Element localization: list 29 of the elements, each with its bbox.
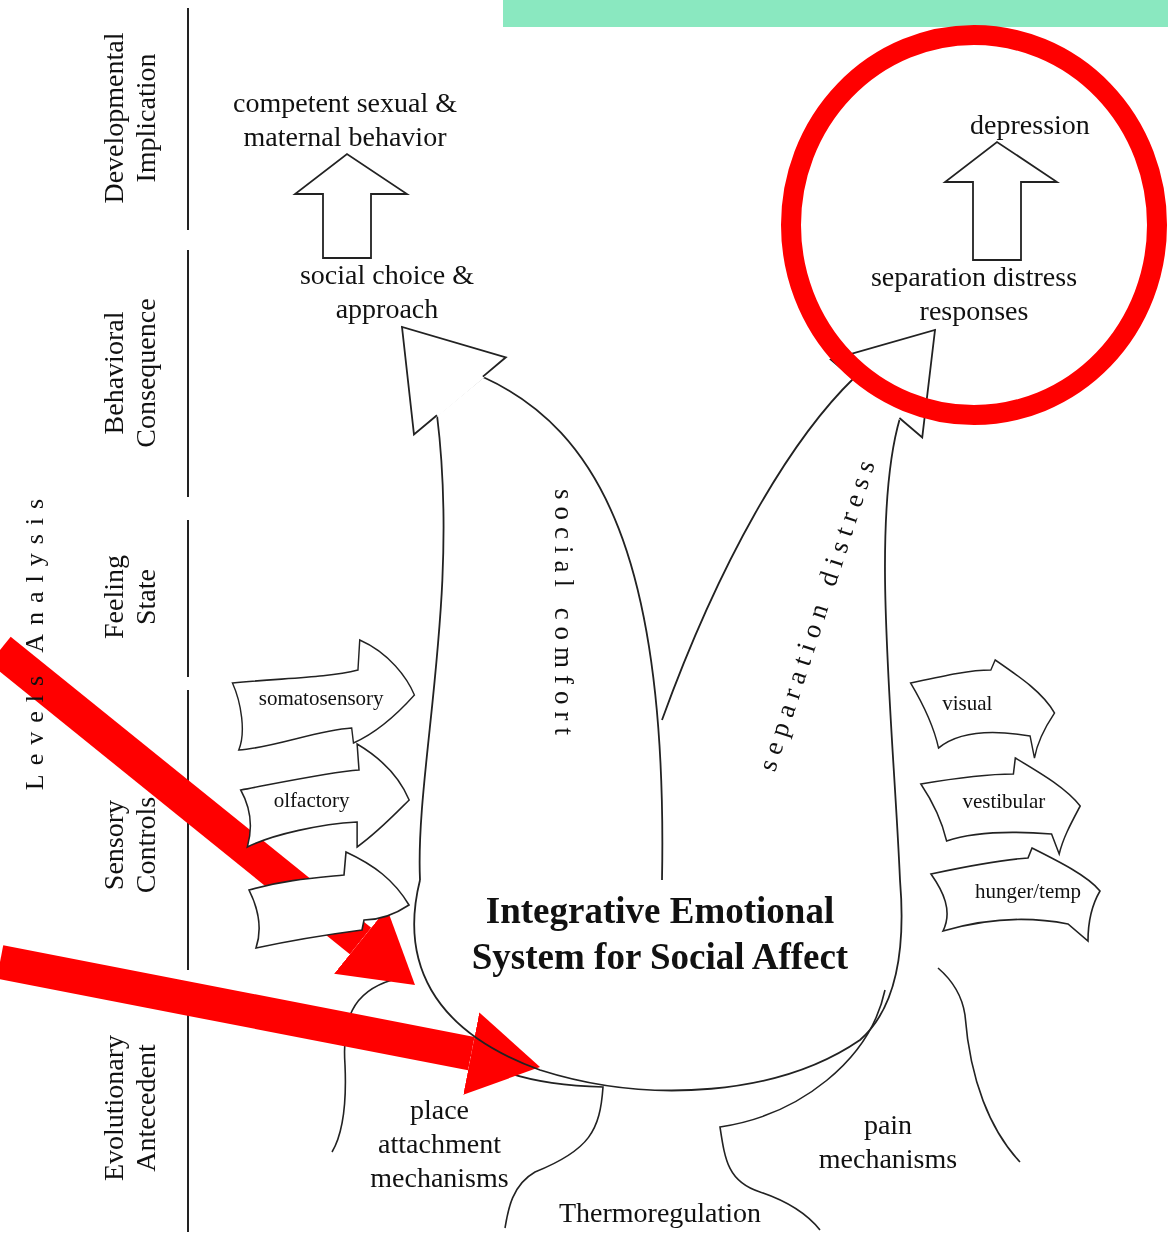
sensory-label: hunger/temp <box>974 878 1082 904</box>
sensory-input-shape <box>918 756 1084 858</box>
block-arrow <box>661 329 936 881</box>
block-arrow <box>292 152 410 259</box>
outcome-label: competent sexual & maternal behavior <box>195 86 495 154</box>
level-label: Sensory Controls <box>98 795 162 896</box>
outcome-label: social choice & approach <box>262 258 512 326</box>
sensory-label: vestibular <box>962 788 1046 814</box>
annotation-arrow <box>0 636 415 985</box>
sensory-label: visual <box>942 690 993 716</box>
sensory-input-shape <box>928 846 1104 944</box>
outcome-label: separation distress responses <box>838 260 1110 328</box>
level-label: Developmental Implication <box>98 31 162 206</box>
edge-label: social comfort <box>547 488 579 742</box>
sensory-input-shape <box>228 638 418 752</box>
sensory-label: olfactory <box>273 787 350 813</box>
antecedent-label: Thermoregulation <box>557 1196 763 1230</box>
annotation-arrow <box>0 945 540 1095</box>
level-label: Behavioral Consequence <box>98 297 162 450</box>
outcome-label: depression <box>935 108 1125 142</box>
system-title: Integrative Emotional System for Social Affect <box>470 889 850 979</box>
antecedent-label: pain mechanisms <box>817 1108 959 1176</box>
antecedent-label: place attachment mechanisms <box>369 1093 510 1195</box>
axis-title: Levels Analysis <box>19 489 51 791</box>
block-arrow <box>401 326 663 881</box>
sensory-label: somatosensory <box>258 685 384 711</box>
level-label: Feeling State <box>98 554 162 641</box>
block-arrow <box>942 140 1060 261</box>
level-label: Evolutionary Antecedent <box>98 1033 162 1184</box>
